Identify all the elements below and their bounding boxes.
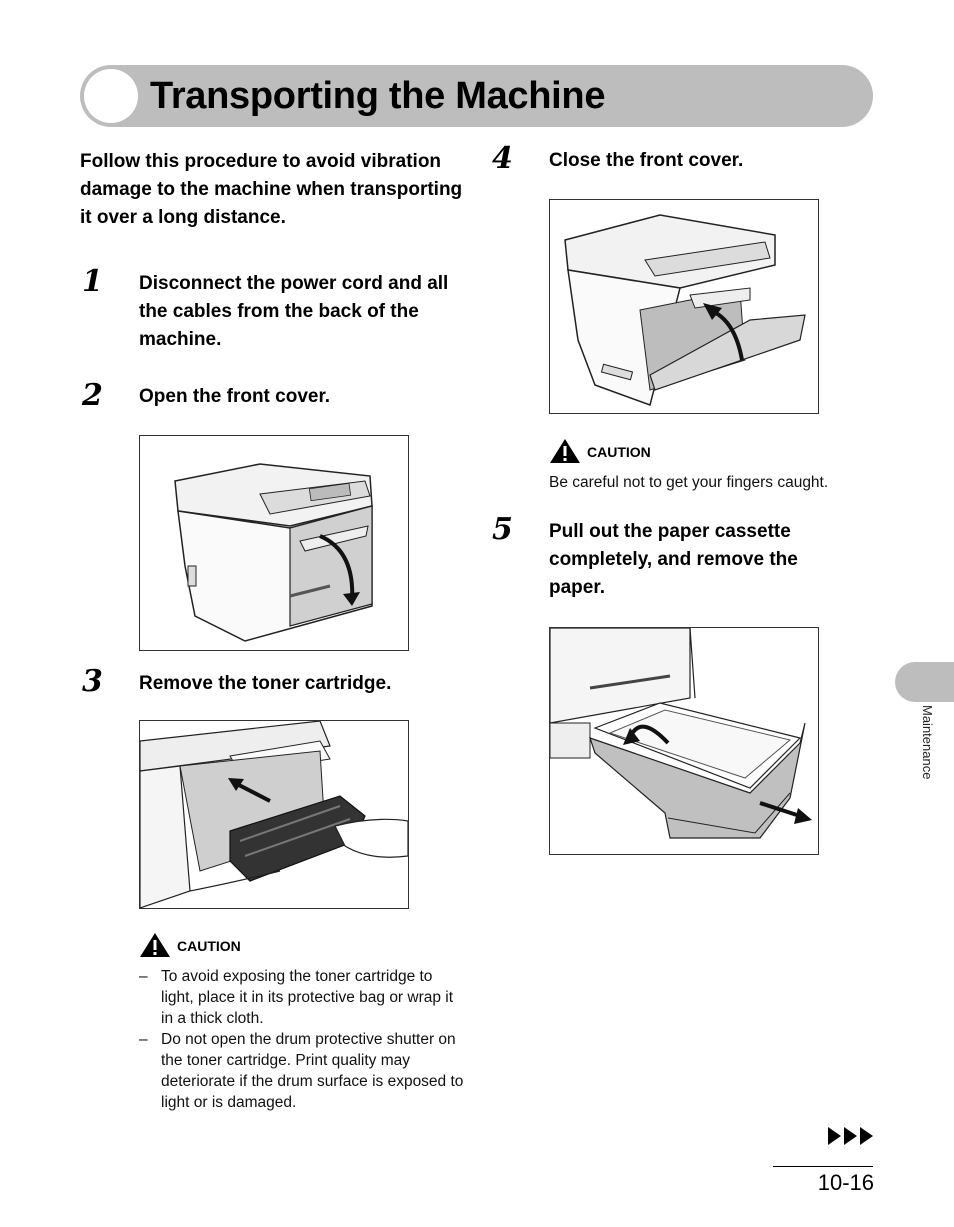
- step-5-number: 5: [492, 512, 513, 547]
- caution-bullet: –: [139, 1031, 148, 1048]
- page-number: 10-16: [817, 1170, 874, 1195]
- caution-item-text: Do not open the drum protective shutter …: [161, 1031, 464, 1111]
- step-1-text: Disconnect the power cord and all the ca…: [139, 273, 449, 350]
- figure-open-front-cover: [139, 435, 409, 651]
- caution-heading-step3: CAUTION: [139, 932, 241, 963]
- warning-triangle-icon: [549, 438, 581, 469]
- intro-text: Follow this procedure to avoid vibration…: [80, 151, 463, 228]
- step-4-number: 4: [492, 141, 513, 176]
- caution-item-text: To avoid exposing the toner cartridge to…: [161, 968, 454, 1027]
- caution-bullet: –: [139, 968, 148, 985]
- title-banner: [80, 65, 873, 127]
- printer-open-cover-illustration: [174, 463, 373, 642]
- chapter-tab-label: Maintenance: [905, 705, 945, 805]
- paper-cassette-illustration: [550, 628, 812, 839]
- caution-item: –Do not open the drum protective shutter…: [139, 1029, 469, 1113]
- chapter-tab-text: Maintenance: [920, 705, 935, 780]
- caution-heading-step4: CAUTION: [549, 438, 651, 469]
- caution-item: –To avoid exposing the toner cartridge t…: [139, 966, 469, 1029]
- caution-list-step3: –To avoid exposing the toner cartridge t…: [139, 966, 469, 1113]
- figure-remove-toner: [139, 720, 409, 909]
- step-3-number: 3: [82, 664, 103, 699]
- caution-text-step4: Be careful not to get your fingers caugh…: [549, 474, 829, 491]
- footer-rule: [773, 1166, 873, 1167]
- printer-close-cover-illustration: [564, 214, 806, 406]
- step-3-text: Remove the toner cartridge.: [139, 673, 392, 694]
- caution-label-step3: CAUTION: [177, 938, 241, 955]
- triple-arrow-continue-icon: [826, 1126, 876, 1146]
- caution-label-step4: CAUTION: [587, 444, 651, 461]
- warning-triangle-icon: [139, 932, 171, 963]
- chapter-tab: [895, 662, 954, 702]
- toner-removal-illustration: [140, 721, 408, 908]
- figure-pull-out-cassette: [549, 627, 819, 855]
- page-title: Transporting the Machine: [150, 75, 606, 117]
- step-1-number: 1: [82, 264, 103, 299]
- step-2-text: Open the front cover.: [139, 386, 331, 407]
- step-2-number: 2: [82, 378, 103, 413]
- figure-close-front-cover: [549, 199, 819, 414]
- step-5-text: Pull out the paper cassette completely, …: [549, 521, 798, 598]
- title-banner-circle: [84, 69, 138, 123]
- step-4-text: Close the front cover.: [549, 150, 744, 171]
